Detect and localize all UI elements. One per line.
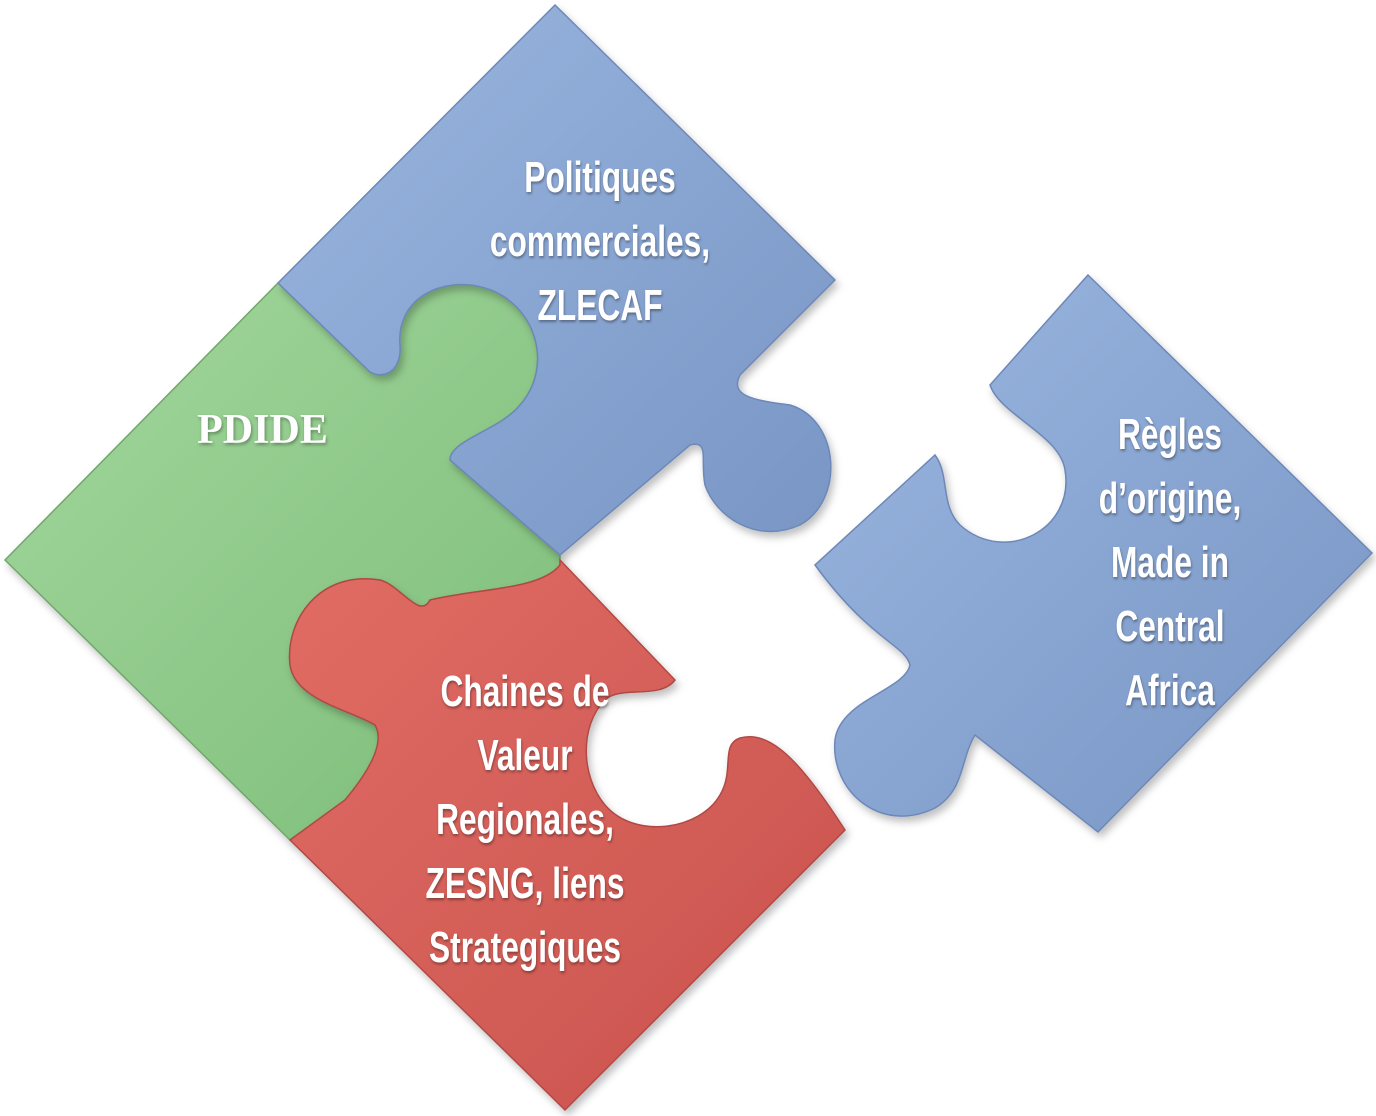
red-piece [288,558,846,1112]
blue-top-piece [276,3,837,556]
blue-right-piece [813,273,1374,834]
regles-label: Règles d’origine, Made in Central Africa [1098,410,1242,715]
pdide-label: PDIDE [197,407,328,453]
politiques-label: Politiques commerciales, ZLECAF [489,153,711,330]
chaines-label: Chaines de Valeur Regionales, ZESNG, lie… [425,667,625,972]
